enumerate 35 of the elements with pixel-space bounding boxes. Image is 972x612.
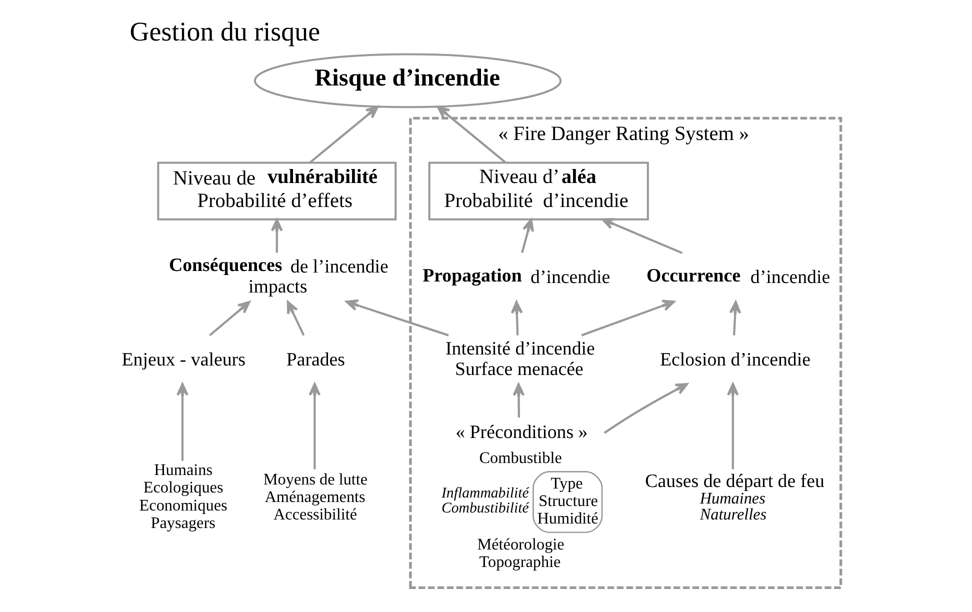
arrow <box>729 300 742 336</box>
arrow <box>270 218 283 253</box>
node-box: Niveau d’aléa Probabilité d’incendie <box>428 162 649 220</box>
arrow <box>286 300 305 336</box>
arrow <box>346 299 449 336</box>
node-text: Enjeux - valeurs <box>122 349 246 370</box>
node-text: Propagation d’incendie <box>422 266 610 288</box>
node-text: Conséquences de l’incendie impacts <box>168 254 388 298</box>
node-label: Inflammabilité Combustibilité <box>441 486 529 517</box>
arrow <box>436 106 506 164</box>
arrow <box>308 382 321 470</box>
node-label: Combustible <box>479 450 562 468</box>
node-box: Type Structure Humidité <box>532 471 603 534</box>
node-text: Moyens de lutte Aménagements Accessibilité <box>263 472 368 524</box>
arrow <box>309 106 379 164</box>
node-text: Intensité d’incendie Surface menacée <box>446 338 595 380</box>
arrow <box>604 382 688 434</box>
arrow <box>176 383 188 461</box>
arrow <box>581 300 675 336</box>
diagram-title: Gestion du risque <box>130 16 320 46</box>
node-ellipse: Risque d’incendie <box>254 53 562 108</box>
node-text: Causes de départ de feu Humaines Naturelles <box>645 470 824 524</box>
node-text: Parades <box>286 349 346 370</box>
node-box: Niveau de vulnérabilité Probabilité d’effets <box>157 162 397 220</box>
node-text: Eclosion d’incendie <box>660 349 810 370</box>
arrow <box>209 300 250 336</box>
arrow <box>510 300 523 336</box>
arrow <box>521 218 534 254</box>
arrow <box>512 383 525 418</box>
node-text: Occurrence d’incendie <box>646 266 830 288</box>
node-label: « Préconditions » <box>456 422 588 444</box>
node-label: Météorologie Topographie <box>477 536 564 571</box>
arrow <box>726 382 739 470</box>
node-text: Humains Ecologiques Economiques Paysagers <box>139 462 228 532</box>
arrow <box>602 218 683 254</box>
